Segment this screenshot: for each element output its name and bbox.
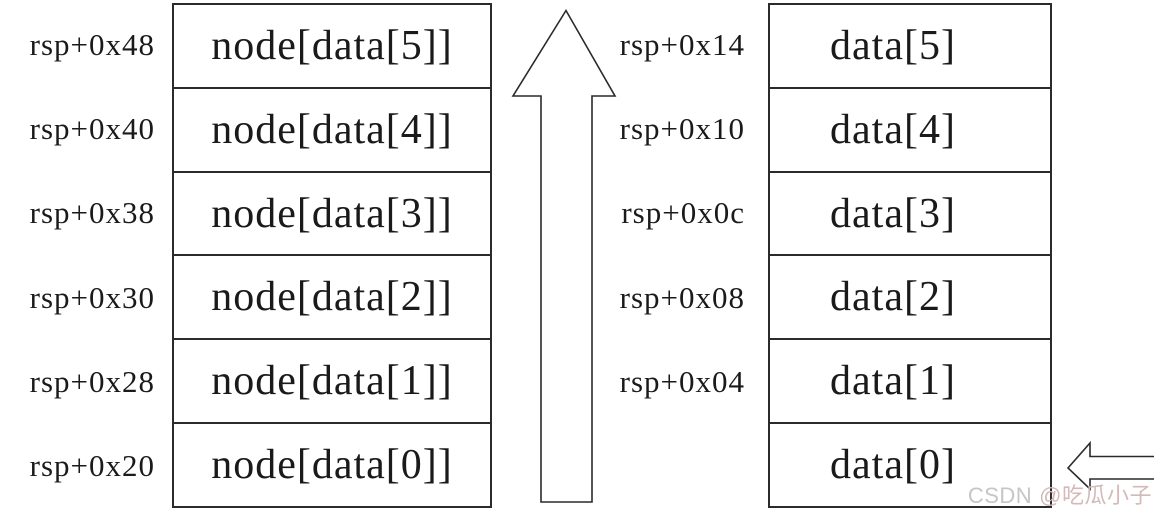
memory-cell: data[0] — [830, 442, 956, 489]
watermark: CSDN@吃瓜小子 — [968, 478, 1152, 510]
offset-label: rsp+0x48 — [29, 27, 155, 63]
offset-label: rsp+0x20 — [29, 447, 155, 483]
memory-cell: data[4] — [770, 89, 1050, 173]
offset-label: rsp+0x28 — [29, 363, 155, 399]
watermark-site: CSDN — [967, 483, 1033, 508]
memory-cell: data[2] — [770, 256, 1050, 341]
offset-label: rsp+0x10 — [619, 111, 745, 147]
offset-label: rsp+0x14 — [619, 27, 745, 63]
data-stack-table: data[5] data[4] data[3] data[2] data[1] … — [768, 3, 1052, 508]
memory-cell: node[data[1]] — [174, 340, 490, 425]
memory-cell: data[3] — [770, 173, 1050, 257]
memory-cell: node[data[5]] — [174, 5, 490, 89]
offset-label: rsp+0x30 — [29, 279, 155, 315]
memory-cell: node[data[4]] — [174, 89, 490, 173]
memory-cell: node[data[0]] — [211, 442, 453, 489]
up-arrow-icon — [511, 8, 617, 503]
memory-cell: node[data[2]] — [174, 256, 490, 341]
left-offset-column: rsp+0x48 rsp+0x40 rsp+0x38 rsp+0x30 rsp+… — [0, 3, 155, 508]
offset-label: rsp+0x08 — [619, 279, 745, 315]
offset-label — [600, 424, 745, 508]
offset-label: rsp+0x0c — [621, 195, 745, 231]
memory-cell: data[1] — [770, 340, 1050, 425]
left-arrow-icon — [1066, 440, 1154, 491]
node-stack-table: node[data[5]] node[data[4]] node[data[3]… — [172, 3, 492, 508]
right-offset-column: rsp+0x14 rsp+0x10 rsp+0x0c rsp+0x08 rsp+… — [600, 3, 745, 508]
watermark-author: @吃瓜小子 — [1039, 483, 1152, 508]
offset-label: rsp+0x38 — [29, 195, 155, 231]
offset-label: rsp+0x40 — [29, 111, 155, 147]
offset-label: rsp+0x04 — [619, 363, 745, 399]
memory-cell: data[5] — [770, 5, 1050, 89]
memory-cell: node[data[3]] — [174, 173, 490, 257]
